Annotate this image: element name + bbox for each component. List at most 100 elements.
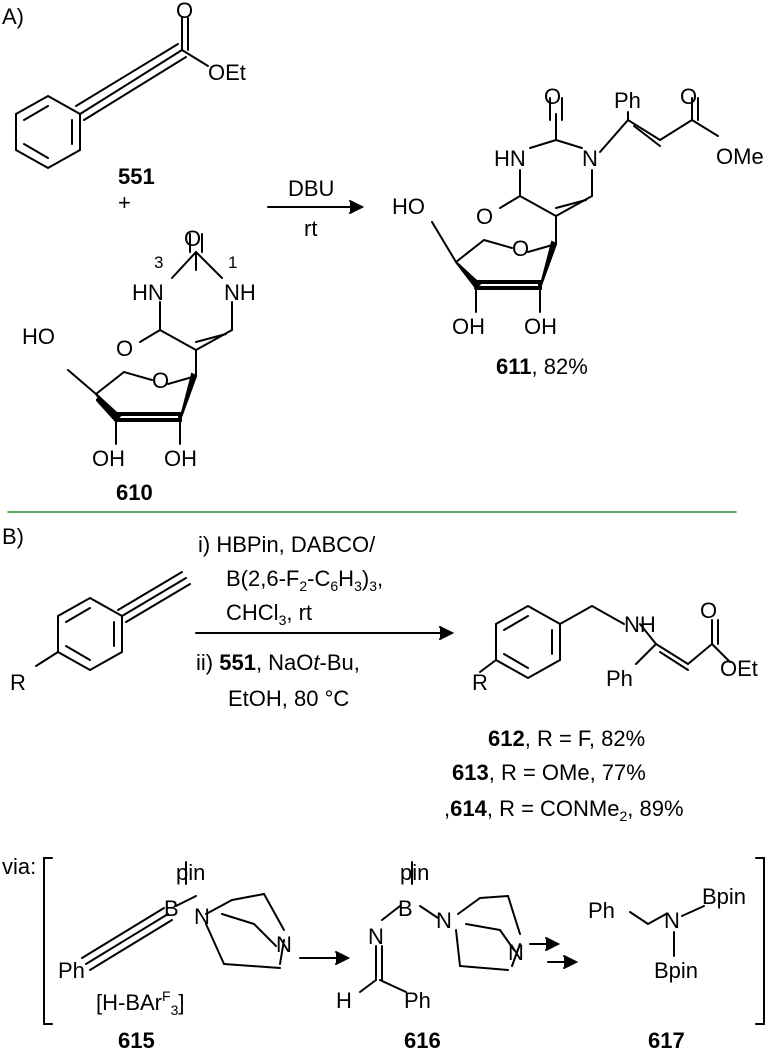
atom-N: N <box>582 146 598 171</box>
condition-i-line2: B(2,6-F <box>226 566 299 591</box>
compound-614-text: , R = CONMe <box>487 796 620 821</box>
section-b-label: B) <box>2 524 24 549</box>
atom-O: O <box>680 84 697 109</box>
subscript: 3 <box>279 612 287 628</box>
condition-ii-line1: ii) <box>196 650 219 675</box>
compound-614-text: , 89% <box>627 796 683 821</box>
condition-text: , NaO <box>256 650 313 675</box>
via-label: via: <box>2 854 36 879</box>
atom-R: R <box>10 670 26 695</box>
svg-text:613, R = OMe, 77%: 613, R = OMe, 77% <box>452 760 646 785</box>
atom-O: O <box>476 204 493 229</box>
atom-OH: OH <box>452 314 485 339</box>
condition-i-line1: i) HBPin, DABCO/ <box>198 532 376 557</box>
compound-610-structure <box>67 233 233 445</box>
atom-R: R <box>472 670 488 695</box>
compound-551-ref: 551 <box>219 650 256 675</box>
atom-O: O <box>176 0 193 23</box>
condition-text: H <box>338 566 354 591</box>
condition-i-line3: CHCl <box>226 600 279 625</box>
compound-612-text: , R = F, 82% <box>525 726 645 751</box>
superscript: F <box>162 988 171 1004</box>
atom-Ph: Ph <box>58 958 85 983</box>
compound-613-text: , R = OMe, 77% <box>489 760 646 785</box>
svg-text:,614, R = CONMe2, 89%: ,614, R = CONMe2, 89% <box>444 796 684 824</box>
compound-611-yield: , 82% <box>532 354 588 379</box>
condition-text: -Bu, <box>320 650 360 675</box>
atom-OEt: OEt <box>720 656 758 681</box>
atom-B: B <box>164 896 179 921</box>
compound-615-label: 615 <box>118 1028 155 1053</box>
condition-text: -C <box>307 566 330 591</box>
atom-NH: NH <box>624 612 656 637</box>
compound-612-label: 612 <box>488 726 525 751</box>
atom-N: N <box>508 940 524 965</box>
svg-text:B(2,6-F2-C6H3)3,: B(2,6-F2-C6H3)3, <box>226 566 383 594</box>
subscript: 3 <box>171 1002 179 1018</box>
atom-B: B <box>398 896 413 921</box>
condition-text: , rt <box>286 600 312 625</box>
atom-N: N <box>664 908 680 933</box>
atom-N: N <box>368 924 384 949</box>
compound-613-label: 613 <box>452 760 489 785</box>
compound-551-label: 551 <box>118 164 155 189</box>
atom-N: N <box>194 904 210 929</box>
atom-Bpin: Bpin <box>702 884 746 909</box>
atom-pin: pin <box>400 860 429 885</box>
condition-rt: rt <box>304 216 317 241</box>
counter-ion: [H-BAr <box>96 990 162 1015</box>
compound-610-label: 610 <box>116 480 153 505</box>
intermediate-615-structure <box>81 861 285 971</box>
atom-HO: HO <box>392 194 425 219</box>
atom-O: O <box>512 236 529 261</box>
atom-H: H <box>336 988 352 1013</box>
counter-ion: ] <box>178 990 184 1015</box>
atom-OMe: OMe <box>716 144 764 169</box>
subscript: 2 <box>299 578 307 594</box>
svg-text:[H-BArF3]: [H-BArF3] <box>96 988 184 1018</box>
numbering-3: 3 <box>154 253 163 272</box>
subscript: 6 <box>330 578 338 594</box>
atom-pin: pin <box>176 860 205 885</box>
intermediate-616-structure <box>359 861 521 993</box>
svg-text:CHCl3, rt: CHCl3, rt <box>226 600 312 628</box>
atom-Bpin: Bpin <box>654 958 698 983</box>
compound-611-structure <box>431 97 719 313</box>
atom-OH: OH <box>164 446 197 471</box>
subscript: 2 <box>619 808 627 824</box>
svg-text:ii) 551, NaOt-Bu,: ii) 551, NaOt-Bu, <box>196 650 360 675</box>
atom-N: N <box>276 932 292 957</box>
atom-O: O <box>116 336 133 361</box>
product-612-614-structure <box>479 604 731 680</box>
condition-text: ) <box>362 566 369 591</box>
atom-OEt: OEt <box>208 60 246 85</box>
svg-text:611, 82%: 611, 82% <box>496 354 588 379</box>
atom-O: O <box>700 598 717 623</box>
atom-O: O <box>152 368 169 393</box>
product-617-structure <box>629 905 705 957</box>
atom-N: N <box>436 908 452 933</box>
reagent-DBU: DBU <box>288 176 334 201</box>
compound-551-structure <box>15 17 209 170</box>
atom-Ph: Ph <box>588 898 615 923</box>
atom-O: O <box>184 226 201 251</box>
atom-NH: NH <box>224 280 256 305</box>
plus-sign: + <box>118 190 131 215</box>
atom-O: O <box>544 84 561 109</box>
compound-611-label: 611 <box>496 354 532 379</box>
subscript: 3 <box>369 578 377 594</box>
atom-Ph: Ph <box>606 666 633 691</box>
svg-text:612, R = F, 82%: 612, R = F, 82% <box>488 726 645 751</box>
condition-ii-line2: EtOH, 80 °C <box>228 686 349 711</box>
numbering-1: 1 <box>228 253 237 272</box>
compound-616-label: 616 <box>404 1028 441 1053</box>
compound-617-label: 617 <box>648 1028 685 1053</box>
atom-OH: OH <box>524 314 557 339</box>
atom-OH: OH <box>92 446 125 471</box>
subscript: 3 <box>354 578 362 594</box>
atom-Ph: Ph <box>614 88 641 113</box>
atom-Ph: Ph <box>404 988 431 1013</box>
atom-HN: HN <box>132 280 164 305</box>
section-a-label: A) <box>2 4 24 29</box>
